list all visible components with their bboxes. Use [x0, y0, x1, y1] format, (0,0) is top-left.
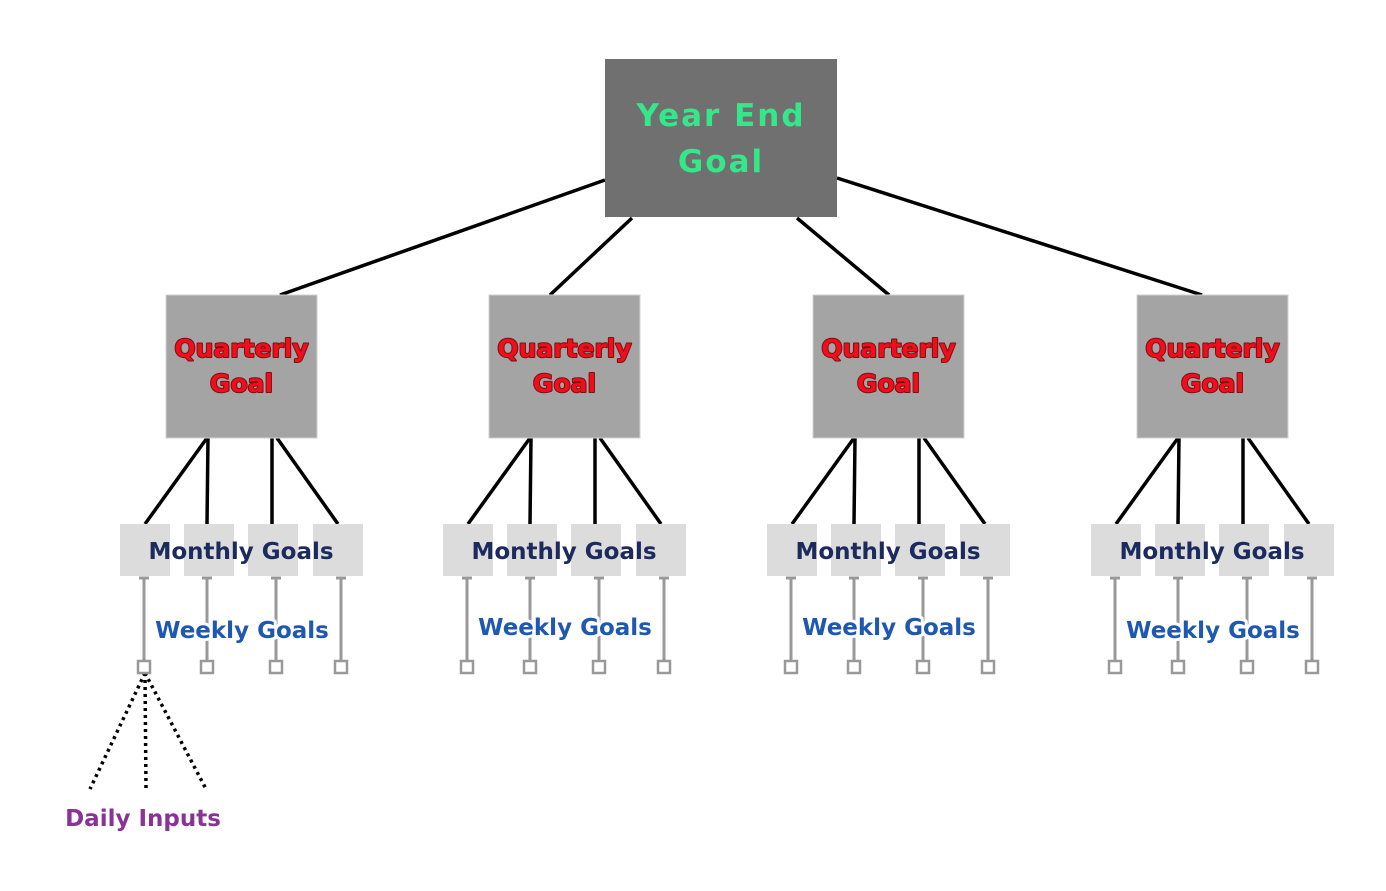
daily-inputs-label: Daily Inputs — [65, 806, 221, 832]
monthly-goal-box-4-2 — [1155, 524, 1205, 576]
connector-quarter-to-month-1-1 — [143, 436, 209, 526]
daily-input-connector-1 — [88, 672, 147, 790]
monthly-goal-box-2-1 — [443, 524, 493, 576]
monthly-goal-box-4-3 — [1219, 524, 1269, 576]
monthly-goal-box-2-4 — [636, 524, 686, 576]
quarterly-goal-label-line-2: Goal — [533, 369, 596, 398]
quarterly-goal-label-line-2: Goal — [1181, 369, 1244, 398]
monthly-goal-box-2-2 — [507, 524, 557, 576]
connector-quarter-to-month-3-1 — [790, 436, 856, 526]
monthly-goals-label-1: Monthly Goals — [148, 539, 333, 565]
weekly-goals-label-3: Weekly Goals — [802, 615, 976, 641]
weekly-goal-square-3-1 — [783, 659, 799, 675]
weekly-goal-square-2-4 — [656, 659, 672, 675]
connector-quarter-to-month-3-2 — [852, 437, 857, 525]
quarterly-goal-box-3 — [812, 294, 965, 439]
weekly-goal-square-3-4 — [980, 659, 996, 675]
quarterly-goal-label-line-1: Quarterly — [1145, 334, 1279, 363]
year-end-goal-label-line-2: Goal — [678, 144, 764, 180]
year-end-goal-box — [605, 59, 837, 217]
monthly-goals-label-3: Monthly Goals — [795, 539, 980, 565]
daily-input-connector-2 — [143, 672, 148, 790]
monthly-goal-box-3-3 — [895, 524, 945, 576]
connector-quarter-to-month-4-4 — [1246, 436, 1311, 526]
monthly-goals-label-4: Monthly Goals — [1119, 539, 1304, 565]
monthly-goal-box-1-2 — [184, 524, 234, 576]
connector-quarter-to-month-3-4 — [922, 436, 987, 526]
weekly-goals-label-4: Weekly Goals — [1126, 618, 1300, 644]
connector-year-to-quarter-2 — [548, 216, 634, 297]
connector-quarter-to-month-1-4 — [275, 436, 340, 526]
quarterly-goal-label-line-1: Quarterly — [174, 334, 308, 363]
daily-input-connector-3 — [143, 672, 208, 790]
quarterly-goal-box-4 — [1136, 294, 1289, 439]
connector-year-to-quarter-3 — [795, 216, 891, 297]
quarterly-goal-label-line-1: Quarterly — [821, 334, 955, 363]
weekly-goal-square-1-2 — [199, 659, 215, 675]
monthly-goal-box-4-4 — [1284, 524, 1334, 576]
monthly-goal-box-3-4 — [960, 524, 1010, 576]
weekly-goal-square-4-1 — [1107, 659, 1123, 675]
connector-quarter-to-month-4-2 — [1176, 437, 1181, 525]
quarterly-goal-label-line-2: Goal — [857, 369, 920, 398]
weekly-goal-square-4-2 — [1170, 659, 1186, 675]
weekly-goal-square-4-3 — [1239, 659, 1255, 675]
monthly-goal-box-2-3 — [571, 524, 621, 576]
quarterly-goal-label-line-1: Quarterly — [497, 334, 631, 363]
connector-quarter-to-month-2-1 — [466, 436, 532, 526]
weekly-goal-square-1-4 — [333, 659, 349, 675]
weekly-goal-square-2-1 — [459, 659, 475, 675]
monthly-goal-box-3-1 — [767, 524, 817, 576]
weekly-goal-square-2-2 — [522, 659, 538, 675]
monthly-goal-box-4-1 — [1091, 524, 1141, 576]
quarterly-goal-box-1 — [165, 294, 318, 439]
connector-year-to-quarter-4 — [836, 176, 1203, 297]
weekly-goal-square-1-1 — [136, 659, 152, 675]
connector-year-to-quarter-1 — [279, 178, 606, 297]
quarterly-goal-box-2 — [488, 294, 641, 439]
monthly-goals-label-2: Monthly Goals — [471, 539, 656, 565]
connector-quarter-to-month-4-1 — [1114, 436, 1180, 526]
connector-quarter-to-month-2-4 — [598, 436, 663, 526]
monthly-goal-box-1-3 — [248, 524, 298, 576]
quarterly-goal-label-line-2: Goal — [210, 369, 273, 398]
connector-quarter-to-month-1-2 — [205, 437, 210, 525]
weekly-goal-square-2-3 — [591, 659, 607, 675]
weekly-goals-label-2: Weekly Goals — [478, 615, 652, 641]
monthly-goal-box-1-4 — [313, 524, 363, 576]
monthly-goal-box-3-2 — [831, 524, 881, 576]
weekly-goal-square-4-4 — [1304, 659, 1320, 675]
weekly-goal-square-3-3 — [915, 659, 931, 675]
monthly-goal-box-1-1 — [120, 524, 170, 576]
weekly-goal-square-1-3 — [268, 659, 284, 675]
connector-quarter-to-month-2-2 — [528, 437, 533, 525]
weekly-goal-square-3-2 — [846, 659, 862, 675]
connector-layer — [88, 176, 1317, 790]
weekly-goals-label-1: Weekly Goals — [155, 618, 329, 644]
node-layer — [120, 59, 1334, 675]
year-end-goal-label-line-1: Year End — [635, 98, 805, 134]
